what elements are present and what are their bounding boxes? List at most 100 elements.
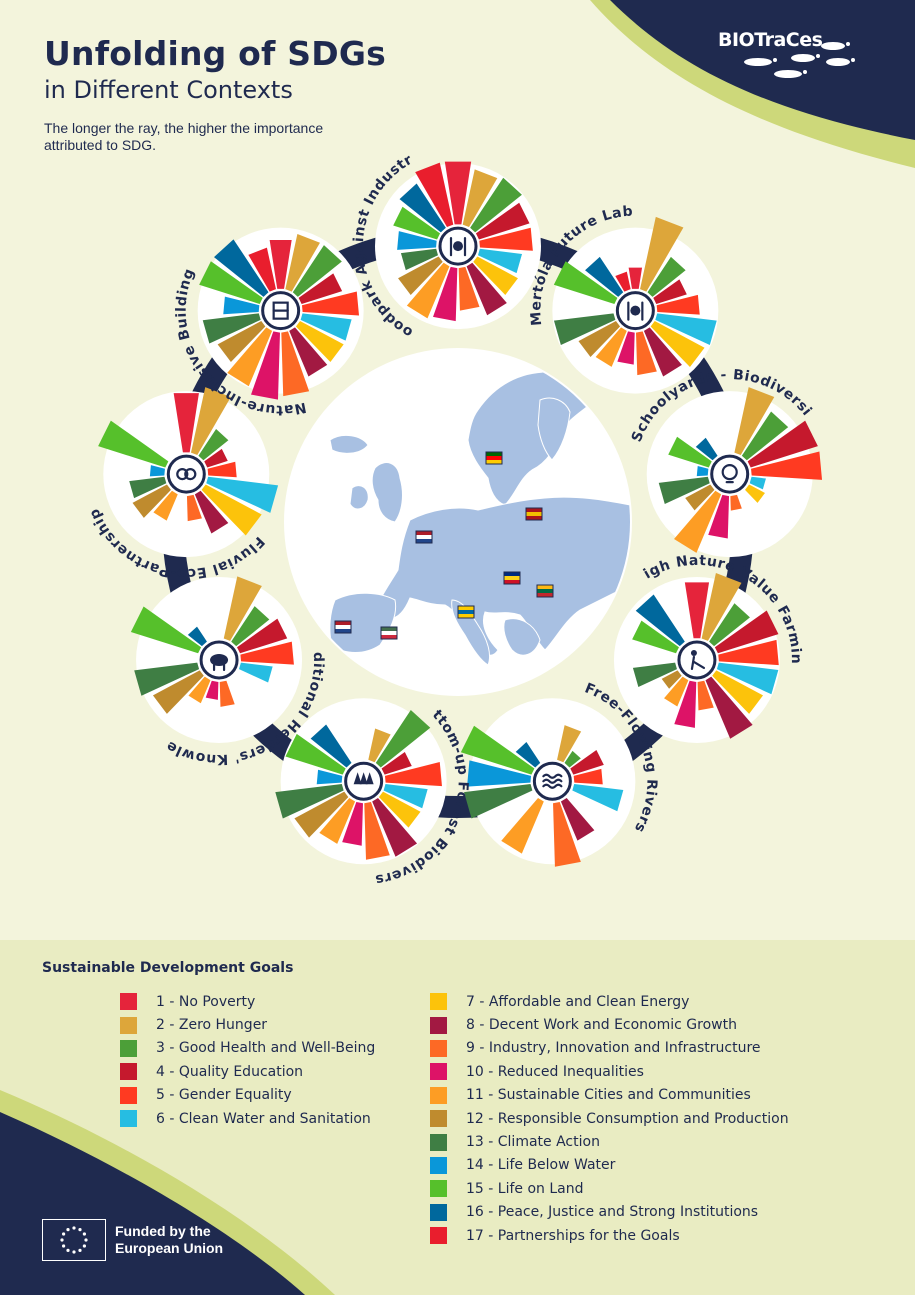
sdg-ray-15 bbox=[285, 733, 346, 775]
footprints-icon bbox=[744, 42, 855, 78]
legend-swatch bbox=[430, 1039, 447, 1057]
sdg-ray-8 bbox=[466, 262, 507, 316]
sdg-ray-16 bbox=[187, 626, 207, 647]
sdg-ray-10 bbox=[674, 680, 697, 728]
sdg-ray-14 bbox=[696, 466, 709, 477]
eu-flag-icon bbox=[42, 1219, 106, 1261]
sdg-ray-2 bbox=[368, 728, 391, 763]
sdg-ray-5 bbox=[656, 294, 700, 315]
sdg-ray-8 bbox=[289, 327, 328, 377]
country-flag-marker bbox=[334, 620, 352, 634]
sdg-ray-9 bbox=[730, 494, 742, 511]
sdg-ray-16 bbox=[310, 724, 352, 768]
legend-label: 5 - Gender Equality bbox=[156, 1087, 292, 1104]
sdg-ray-12 bbox=[294, 791, 349, 838]
sdg-ray-2 bbox=[701, 572, 742, 641]
country-flag-marker bbox=[457, 605, 475, 619]
sdg-ray-12 bbox=[398, 256, 443, 295]
legend-label: 9 - Industry, Innovation and Infrastruct… bbox=[466, 1040, 761, 1057]
sdg-ray-8 bbox=[705, 676, 753, 739]
sdg-ray-11 bbox=[153, 490, 178, 521]
sdg-ray-12 bbox=[578, 321, 621, 357]
sdg-ray-2 bbox=[557, 725, 582, 763]
legend-item: 6 - Clean Water and Sanitation bbox=[120, 1107, 375, 1130]
country-flag-marker bbox=[380, 626, 398, 640]
sdg-ray-2 bbox=[462, 169, 498, 228]
map-finland bbox=[537, 397, 571, 461]
sdg-ray-14 bbox=[467, 760, 532, 787]
sdg-ray-13 bbox=[632, 662, 677, 687]
sheep-icon bbox=[199, 640, 239, 680]
sdg-ray-2 bbox=[734, 387, 775, 456]
sdg-ray-16 bbox=[585, 256, 624, 297]
legend-item: 14 - Life Below Water bbox=[430, 1154, 789, 1177]
legend-swatch bbox=[120, 1016, 137, 1034]
sdg-ray-12 bbox=[152, 670, 204, 714]
sdg-ray-14 bbox=[316, 769, 343, 785]
map-balkans bbox=[503, 618, 541, 656]
sdg-ray-17 bbox=[415, 162, 454, 228]
legend-label: 3 - Good Health and Well-Being bbox=[156, 1040, 376, 1057]
food-icon bbox=[438, 226, 478, 266]
map-ireland bbox=[349, 485, 369, 510]
legend-item: 5 - Gender Equality bbox=[120, 1084, 375, 1107]
sdg-ray-12 bbox=[661, 670, 682, 689]
country-flag-marker bbox=[525, 507, 543, 521]
sdg-ray-5 bbox=[301, 291, 360, 316]
legend-swatch bbox=[120, 1086, 137, 1104]
legend-swatch bbox=[430, 1016, 447, 1034]
context-wheel: Free-Flowing Rivers bbox=[460, 680, 659, 867]
sdg-ray-5 bbox=[240, 641, 294, 665]
map-iceland bbox=[329, 434, 369, 454]
sdg-ray-13 bbox=[275, 783, 344, 819]
sdg-ray-14 bbox=[149, 465, 165, 477]
context-wheel: Fluvial Eco-Partnership bbox=[86, 387, 279, 581]
sdg-ray-6 bbox=[572, 783, 624, 812]
forest-icon bbox=[344, 761, 384, 801]
legend-swatch bbox=[430, 1063, 447, 1081]
sdg-ray-7 bbox=[378, 791, 421, 828]
legend-label: 4 - Quality Education bbox=[156, 1063, 304, 1080]
sdg-ray-17 bbox=[615, 271, 631, 292]
legend-swatch bbox=[430, 1203, 447, 1221]
sdg-ray-4 bbox=[747, 420, 818, 468]
sdg-ray-5 bbox=[207, 461, 237, 478]
legend-label: 11 - Sustainable Cities and Communities bbox=[466, 1087, 751, 1104]
sdg-ray-3 bbox=[564, 750, 581, 768]
sdg-ray-11 bbox=[674, 490, 722, 553]
sdg-ray-1 bbox=[444, 161, 472, 225]
biotraces-logo: BIOTraCes bbox=[718, 29, 823, 51]
sdg-ray-3 bbox=[647, 256, 686, 297]
legend-label: 10 - Reduced Inequalities bbox=[466, 1063, 644, 1080]
sdg-ray-6 bbox=[477, 248, 523, 274]
sdg-ray-15 bbox=[553, 261, 618, 304]
sdg-ray-16 bbox=[515, 742, 541, 768]
sdg-ray-7 bbox=[473, 256, 518, 295]
sdg-ray-16 bbox=[399, 183, 446, 233]
context-wheel: Mertóla Future Lab bbox=[528, 204, 719, 394]
sdg-ray-7 bbox=[650, 321, 705, 368]
sdg-ray-7 bbox=[295, 321, 344, 363]
sdg-ray-5 bbox=[718, 639, 779, 666]
sdg-ray-4 bbox=[298, 273, 343, 304]
sdg-ray-15 bbox=[460, 725, 535, 775]
legend-swatch bbox=[430, 993, 447, 1011]
sdg-ray-15 bbox=[668, 436, 712, 468]
legend-label: 13 - Climate Action bbox=[466, 1134, 600, 1151]
legend-swatch bbox=[430, 1227, 447, 1245]
sdg-ray-9 bbox=[553, 802, 581, 867]
country-flag-marker bbox=[485, 451, 503, 465]
sdg-ray-12 bbox=[217, 321, 266, 363]
bulb-icon bbox=[710, 454, 750, 494]
legend-item: 9 - Industry, Innovation and Infrastruct… bbox=[430, 1037, 789, 1060]
map-markers bbox=[334, 451, 554, 640]
sdg-ray-5 bbox=[479, 227, 533, 251]
legend-label: 6 - Clean Water and Sanitation bbox=[156, 1110, 371, 1127]
sdg-ray-3 bbox=[470, 177, 522, 233]
sdg-ray-11 bbox=[501, 797, 544, 854]
sdg-ray-6 bbox=[300, 313, 352, 341]
map-iberia bbox=[329, 592, 397, 653]
map-britain bbox=[371, 462, 403, 523]
